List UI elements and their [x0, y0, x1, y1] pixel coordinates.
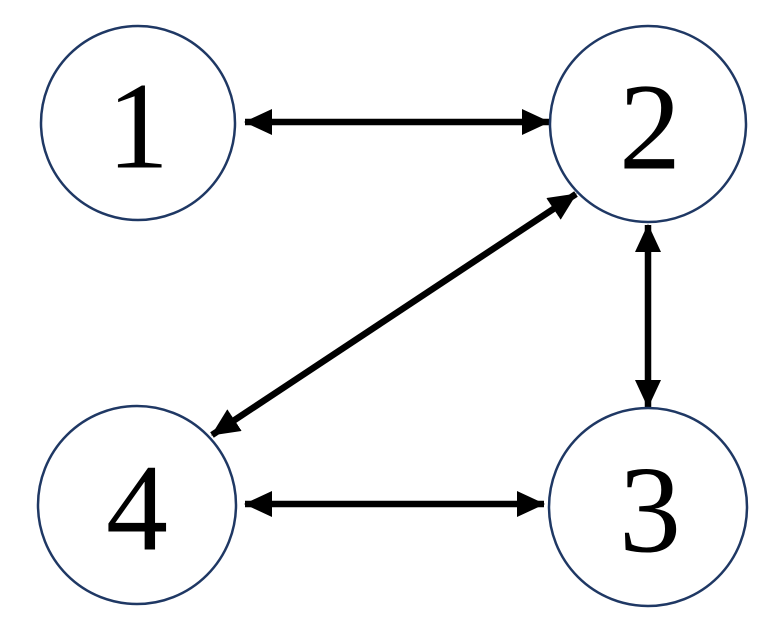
node-3-label: 3: [619, 442, 681, 579]
node-4-label: 4: [106, 440, 168, 577]
node-4: 4: [36, 404, 238, 606]
node-1-label: 1: [107, 58, 169, 195]
node-3: 3: [547, 406, 749, 608]
node-1: 1: [39, 24, 237, 222]
node-2-label: 2: [619, 59, 681, 196]
edge-2-4: [210, 191, 578, 438]
node-2: 2: [548, 24, 748, 224]
